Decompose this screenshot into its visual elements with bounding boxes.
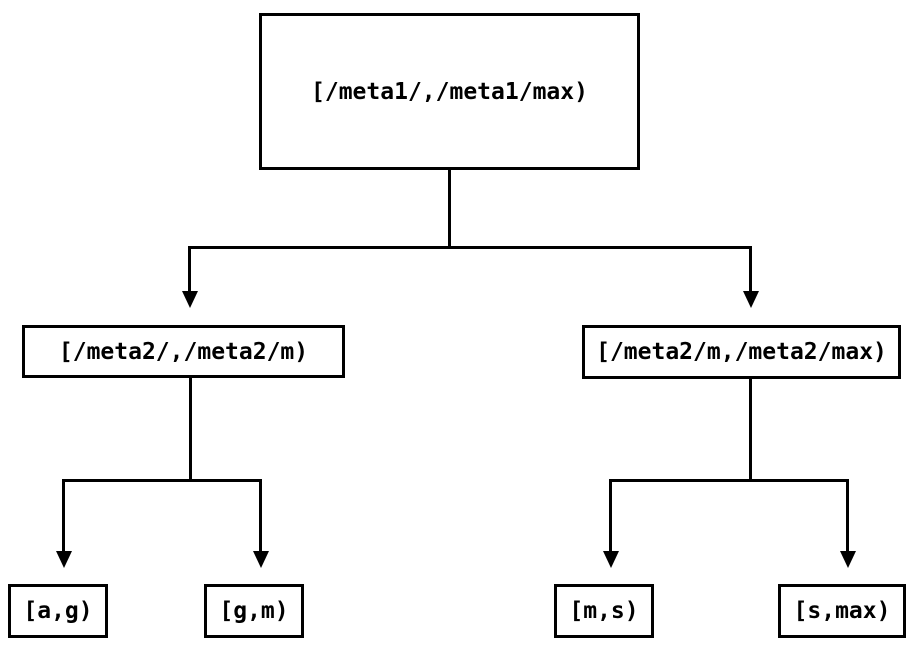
- connector-level1-left-drop: [188, 246, 191, 292]
- connector-root-stem: [448, 169, 451, 247]
- leaf-node-a-g: [a,g): [8, 584, 108, 638]
- node-meta2-lower-range: [/meta2/,/meta2/m): [22, 325, 345, 378]
- arrow-down-icon: [253, 551, 269, 568]
- connector-right-subtree-horizontal: [609, 479, 849, 482]
- connector-left-subtree-horizontal: [62, 479, 262, 482]
- arrow-down-icon: [840, 551, 856, 568]
- leaf-node-m-s: [m,s): [554, 584, 654, 638]
- arrow-down-icon: [743, 291, 759, 308]
- connector-right-subtree-stem: [749, 378, 752, 481]
- connector-left-subtree-stem: [189, 377, 192, 481]
- node-meta2-upper-range: [/meta2/m,/meta2/max): [582, 325, 901, 379]
- leaf-node-g-m: [g,m): [204, 584, 304, 638]
- arrow-down-icon: [603, 551, 619, 568]
- node-root-meta1-range: [/meta1/,/meta1/max): [259, 13, 640, 170]
- connector-right-subtree-left-drop: [609, 479, 612, 553]
- arrow-down-icon: [182, 291, 198, 308]
- connector-right-subtree-right-drop: [846, 479, 849, 553]
- connector-level1-horizontal: [188, 246, 752, 249]
- leaf-node-s-max: [s,max): [778, 584, 906, 638]
- arrow-down-icon: [56, 551, 72, 568]
- connector-left-subtree-left-drop: [62, 479, 65, 553]
- connector-left-subtree-right-drop: [259, 479, 262, 553]
- connector-level1-right-drop: [749, 246, 752, 292]
